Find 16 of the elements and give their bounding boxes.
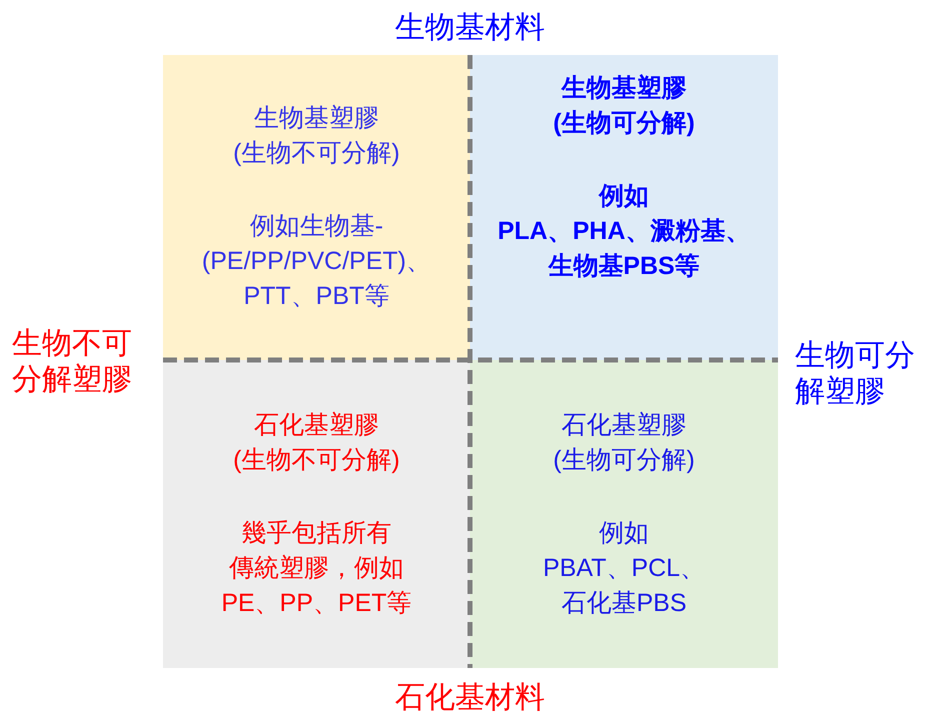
quadrant-panel [470, 360, 778, 668]
axis-label: 生物可分解塑膠 [795, 338, 915, 410]
quadrant-panel [163, 360, 470, 668]
quadrant-panel [163, 55, 470, 360]
quadrant-text: 例如生物基-(PE/PP/PVC/PET)、PTT、PBT等 [202, 211, 432, 312]
quadrant-heading: 生物基塑膠(生物不可分解) [233, 103, 400, 169]
quadrant-text: 例如PBAT、PCL、石化基PBS [542, 518, 706, 618]
quadrant-heading: 生物基塑膠(生物可分解) [553, 73, 695, 139]
quadrant-heading: 石化基塑膠(生物可分解) [553, 410, 695, 476]
quadrant-heading: 石化基塑膠(生物不可分解) [233, 410, 400, 476]
quadrant-panel [470, 55, 778, 360]
quadrant-text: 例如PLA、PHA、澱粉基、生物基PBS等 [498, 181, 750, 282]
axis-label: 生物不可分解塑膠 [12, 326, 132, 398]
axis-label: 石化基材料 [395, 680, 545, 716]
quadrant-text: 幾乎包括所有傳統塑膠，例如PE、PP、PET等 [221, 518, 412, 618]
axis-label: 生物基材料 [395, 10, 545, 46]
